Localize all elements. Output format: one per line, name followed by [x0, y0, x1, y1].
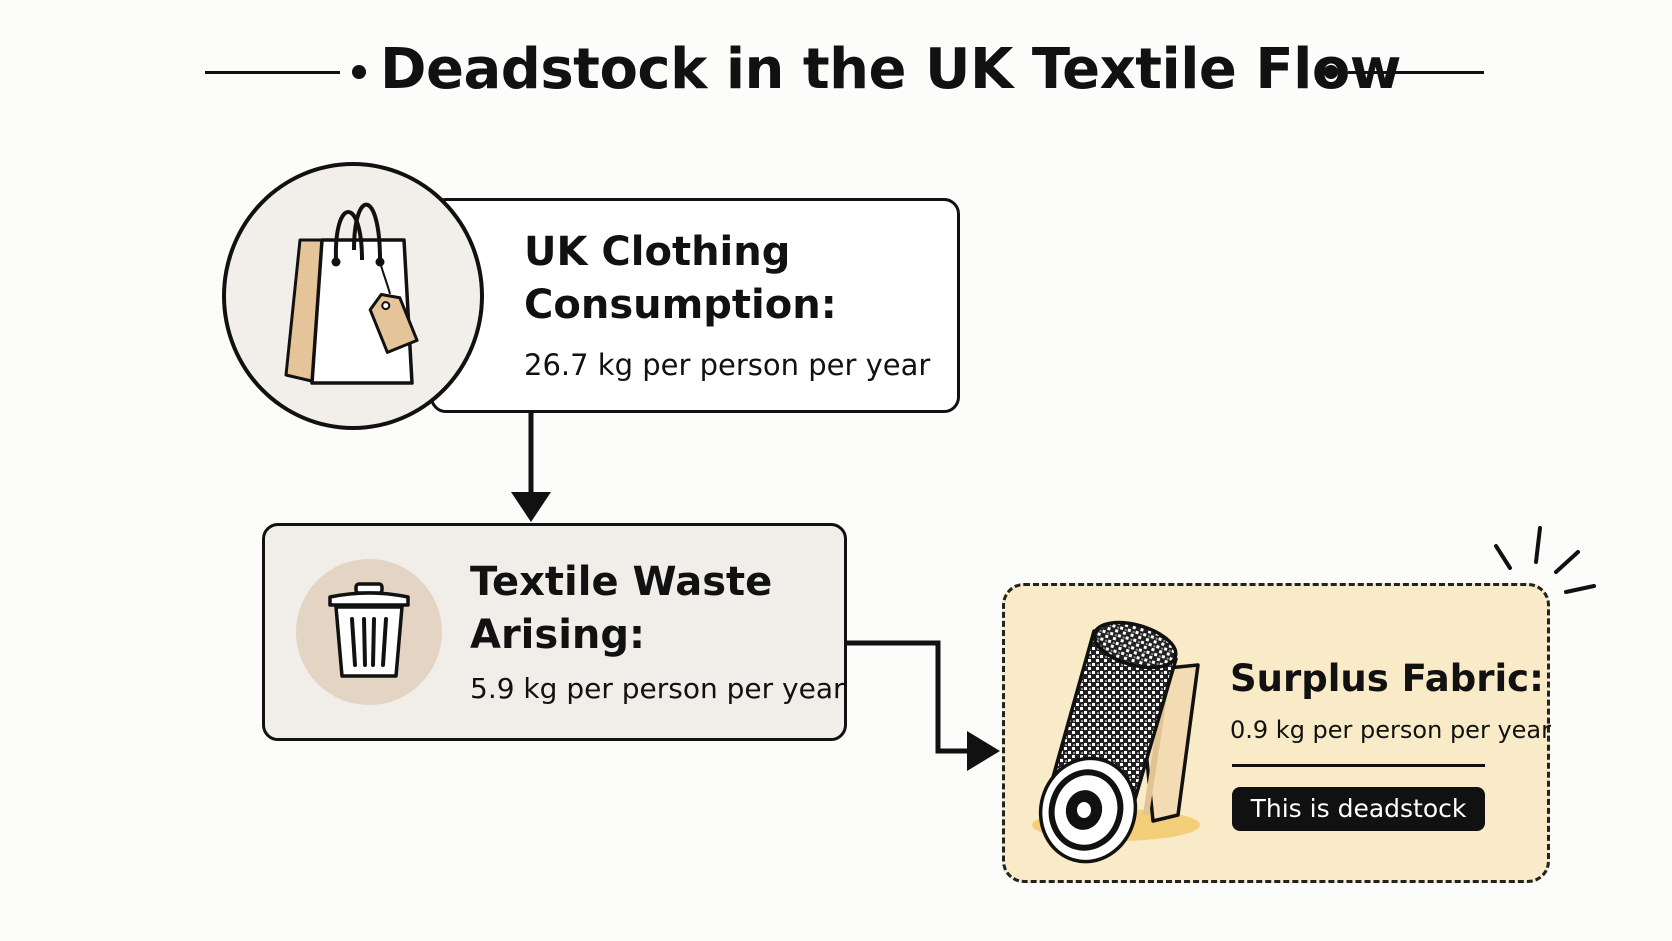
arrow-waste-to-surplus — [847, 640, 1000, 771]
node-surplus-value: 0.9 kg per person per year — [1230, 716, 1551, 744]
node-consumption-value: 26.7 kg per person per year — [524, 348, 931, 382]
trash-can-icon — [328, 582, 410, 678]
title-rule-right — [1348, 71, 1484, 74]
title-dot-right — [1324, 65, 1338, 79]
node-surplus-heading: Surplus Fabric: — [1230, 657, 1544, 700]
node-surplus-divider — [1232, 764, 1485, 767]
arrow-consumption-to-waste — [511, 413, 551, 522]
title-rule-left — [205, 71, 340, 74]
page-title: Deadstock in the UK Textile Flow — [380, 37, 1402, 102]
node-waste-value: 5.9 kg per person per year — [470, 672, 845, 705]
fabric-roll-icon — [1032, 620, 1200, 864]
node-consumption — [430, 198, 960, 413]
emphasis-burst-icon — [1494, 526, 1596, 594]
deadstock-badge: This is deadstock — [1232, 787, 1485, 831]
node-waste-heading: Textile Waste Arising: — [470, 559, 773, 658]
node-consumption-heading: UK Clothing Consumption: — [524, 229, 837, 328]
shopping-bag-icon — [284, 202, 419, 385]
title-dot-left — [352, 65, 366, 79]
